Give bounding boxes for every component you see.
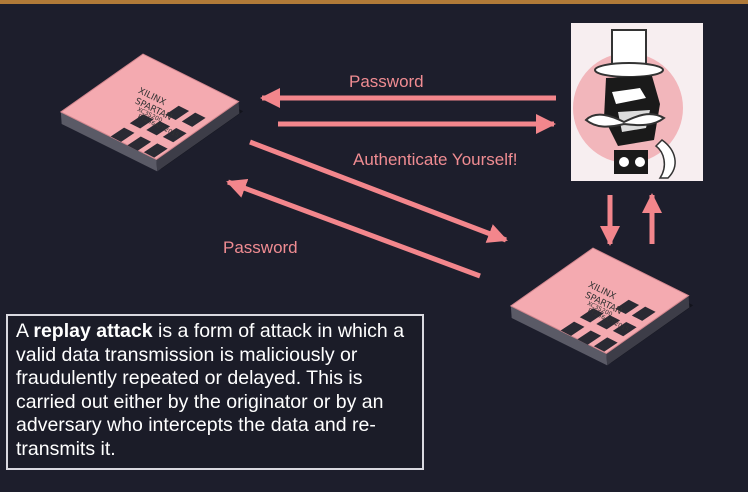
fpga-chip-icon: XILINX SPARTAN XC3S200 FT256AFP2015 xyxy=(506,240,698,373)
villain-top-hat-icon xyxy=(571,23,703,181)
definition-box: A replay attack is a form of attack in w… xyxy=(6,314,424,470)
definition-term: replay attack xyxy=(33,320,153,342)
top-accent-bar xyxy=(0,0,748,4)
fpga-chip-icon: XILINX SPARTAN XC3S200 FT256AFP2015 xyxy=(56,46,248,179)
arrow-chip-a-to-chip-b xyxy=(249,139,508,243)
password-label-left: Password xyxy=(223,238,298,257)
definition-intro: A xyxy=(16,320,34,342)
password-label-top: Password xyxy=(349,72,424,91)
authenticate-label: Authenticate Yourself! xyxy=(353,150,518,169)
definition-body: is a form of attack in which a valid dat… xyxy=(16,320,405,460)
arrow-chip-b-to-chip-a xyxy=(226,178,481,279)
